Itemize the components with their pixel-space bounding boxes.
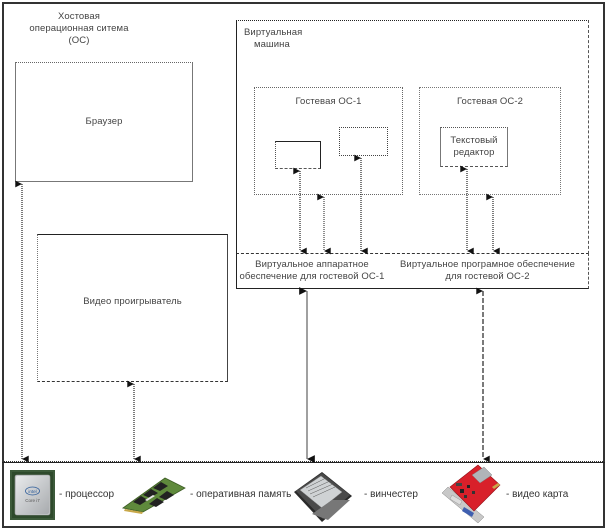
video-card-label: - видео карта [506,489,569,500]
hard-drive-label: - винчестер [364,489,418,500]
virtual-machine-label: Виртуальная машина [244,27,302,51]
host-os-label: Хостовая операционная ситема (ОС) [20,11,138,47]
ram-label: - оперативная память [190,489,292,500]
virtual-hardware-2-label-line: для гостевой ОС-2 [445,271,530,282]
virtual-hardware-2-label-line: Виртуальное програмное обеспечение [399,259,575,270]
browser-label: Браузер [85,116,123,127]
host-os-label-line: Хостовая [58,11,100,22]
ram-icon [119,474,189,514]
guest-os-1-app-box-1 [275,141,321,169]
text-editor-label-line: Текстовый [450,135,498,146]
video-card-icon [440,463,502,525]
host-os-label-line: (ОС) [68,35,90,46]
guest-os-2-title: Гостевая ОС-2 [456,96,524,107]
browser-box: Браузер [15,62,193,182]
virtual-machine-label-line: Виртуальная [244,27,303,38]
text-editor-label-line: редактор [453,147,495,158]
video-player-box: Видео проигрыватель [37,234,228,382]
hard-drive-icon [292,470,354,525]
cpu-brand: intel [28,489,36,494]
cpu-model: Core i7 [25,498,40,503]
virtual-hardware-2-box: Виртуальное програмное обеспечение для г… [387,253,589,289]
hardware-bar-divider [2,461,605,463]
cpu-icon: intel Core i7 [10,470,55,520]
virtual-hardware-1-label-line: обеспечение для гостевой ОС-1 [239,271,385,282]
virtual-hardware-1-box: Виртуальное аппаратное обеспечение для г… [236,253,388,289]
text-editor-box: Текстовый редактор [440,127,508,167]
guest-os-1-title: Гостевая ОС-1 [295,96,362,107]
cpu-label: - процессор [59,489,115,500]
host-os-label-line: операционная ситема [29,23,129,34]
video-player-label: Видео проигрыватель [83,296,182,307]
virtual-machine-label-line: машина [254,39,290,50]
guest-os-1-app-box-2 [339,127,388,156]
virtual-hardware-1-label-line: Виртуальное аппаратное [255,259,369,270]
